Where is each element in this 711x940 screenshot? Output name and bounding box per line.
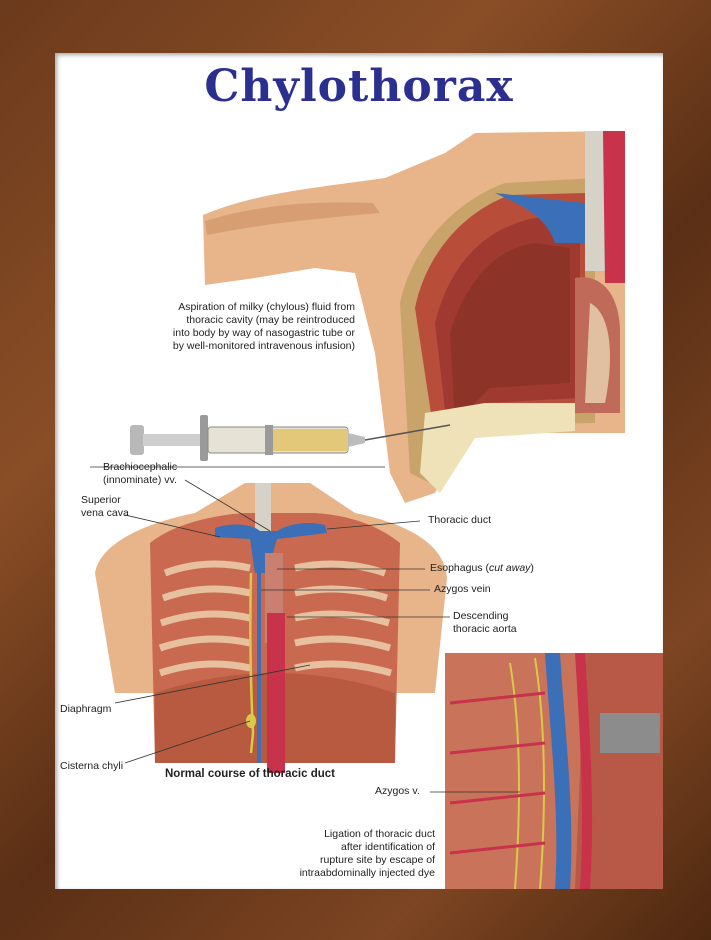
thoracic-cavity-illustration bbox=[95, 483, 447, 773]
thoracic-duct-label: Thoracic duct bbox=[428, 514, 492, 526]
anatomy-illustrations bbox=[90, 131, 663, 889]
azygos-vein-label: Azygos vein bbox=[434, 583, 491, 595]
syringe-illustration bbox=[130, 415, 451, 461]
superior-vena-cava-label: Superior vena cava bbox=[81, 494, 129, 519]
poster-mat: Chylothorax Aspiration of milky (chylous… bbox=[55, 53, 663, 889]
cisterna-chyli-label: Cisterna chyli bbox=[60, 760, 124, 772]
ligation-detail-illustration bbox=[445, 653, 663, 889]
aspiration-label: Aspiration of milky (chylous) fluid from… bbox=[172, 301, 355, 352]
ligation-label: Ligation of thoracic duct after identifi… bbox=[299, 828, 435, 879]
azygos-v-label: Azygos v. bbox=[375, 785, 420, 797]
brachiocephalic-label: Brachiocephalic (innominate) vv. bbox=[103, 461, 178, 486]
esophagus-label: Esophagus (cut away) bbox=[430, 562, 534, 574]
diaphragm-label: Diaphragm bbox=[60, 703, 112, 715]
descending-aorta-label: Descending thoracic aorta bbox=[453, 610, 517, 635]
page-title: Chylothorax bbox=[204, 61, 514, 112]
leader-lines bbox=[90, 466, 520, 793]
normal-course-caption: Normal course of thoracic duct bbox=[165, 768, 335, 780]
chest-section-illustration bbox=[203, 131, 625, 503]
